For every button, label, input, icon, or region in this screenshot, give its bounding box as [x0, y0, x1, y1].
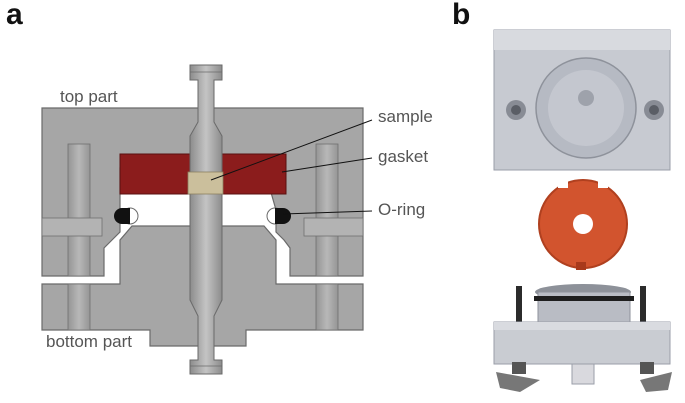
- left-rod-top: [67, 143, 91, 277]
- label-o-ring: O-ring: [378, 200, 426, 219]
- o-ring-leader: [282, 210, 373, 215]
- label-top-part: top part: [60, 87, 118, 106]
- photo-top-part: [493, 29, 671, 171]
- gasket-leader: [281, 157, 373, 173]
- sample: [187, 171, 224, 195]
- central-tube: [189, 64, 223, 375]
- panel-label-a: a: [6, 0, 23, 31]
- photo-gasket: [538, 178, 628, 270]
- right-wing: [303, 217, 364, 237]
- label-bottom-part: bottom part: [46, 332, 132, 351]
- o-ring-right: [275, 208, 291, 224]
- left-rod-bottom: [67, 283, 91, 331]
- panel-label-b: b: [452, 0, 471, 31]
- left-wing: [41, 217, 103, 237]
- photo-bottom-part: [493, 284, 672, 392]
- label-gasket: gasket: [378, 147, 429, 166]
- label-sample: sample: [378, 107, 433, 126]
- right-rod-top: [315, 143, 339, 277]
- right-rod-bottom: [315, 283, 339, 331]
- o-ring-left: [114, 208, 130, 224]
- sample-leader: [210, 119, 373, 181]
